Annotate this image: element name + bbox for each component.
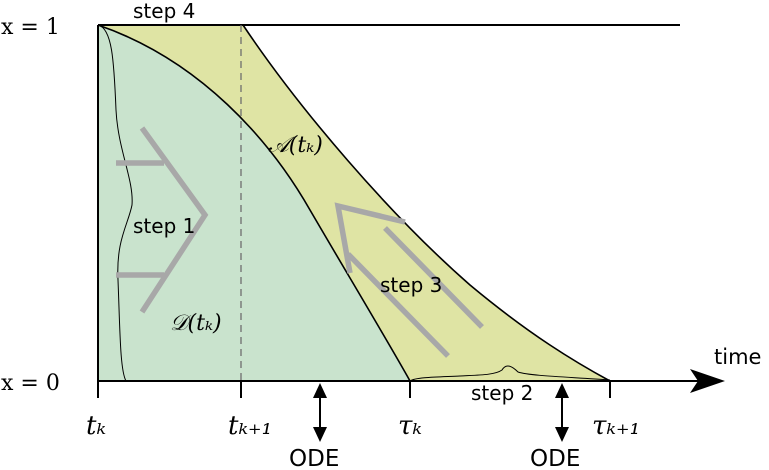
boundary-curve-A [242,24,611,382]
step1-label: step 1 [133,214,195,238]
x-axis-label: time [714,345,761,369]
region-D-shape [98,25,410,381]
time-axis-arrowhead [690,369,725,393]
step4-label: step 4 [133,0,195,23]
ode-arrow-1 [313,383,327,442]
density-bump-curve [409,365,611,382]
step3-label: step 3 [380,273,442,297]
ode-arrow-2 [555,383,569,442]
tick-label-tauk1: τₖ₊₁ [592,411,640,441]
region-A-shape [98,25,610,381]
y-axis-label-top: x = 1 [1,15,60,40]
region-D-label: 𝒟(tₖ) [170,311,222,336]
tick-label-tk: tₖ [86,411,106,441]
step2-label: step 2 [471,381,533,405]
density-profile-curve [97,24,133,382]
region-A-label: 𝒜(tₖ) [268,133,323,158]
y-axis-label-bottom: x = 0 [1,371,60,396]
step1-arrows [116,126,209,314]
tick-label-tk1: tₖ₊₁ [228,411,272,441]
boundary-curve-D [97,24,411,382]
ode-label-1: ODE [289,446,339,470]
tick-label-tauk: τₖ [398,411,422,441]
step3-arrows [334,202,484,358]
ode-label-2: ODE [530,446,580,470]
